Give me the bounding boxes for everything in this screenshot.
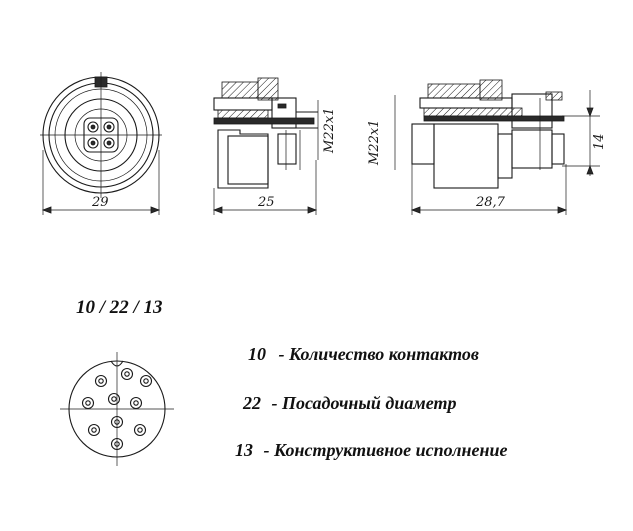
pin-holes (81, 367, 153, 451)
assembly-thread-label: M22x1 (367, 120, 382, 166)
side-thread-label: M22x1 (322, 108, 337, 154)
legend-text: - Количество контактов (279, 344, 479, 364)
designation-code: 10 / 22 / 13 (76, 297, 163, 318)
front-view: 29 (40, 72, 162, 215)
assembly-height-dimension: 14 (592, 133, 607, 150)
legend-text: - Посадочный диаметр (272, 393, 457, 413)
assembly-width-dimension: 28,7 (475, 195, 506, 210)
legend-item-2: 22 - Посадочный диаметр (242, 393, 456, 413)
legend-item-3: 13 - Конструктивное исполнение (235, 440, 507, 460)
legend-number: 22 (242, 393, 261, 413)
side-view: M22x1 25 (212, 77, 337, 215)
legend-number: 13 (235, 440, 253, 460)
legend: 10 - Количество контактов 22 - Посадочны… (235, 344, 507, 460)
ten-pin-connector-icon (60, 352, 174, 466)
assembly-view: M22x1 14 28,7 (367, 79, 607, 215)
legend-number: 10 (248, 344, 266, 364)
legend-text: - Конструктивное исполнение (264, 440, 508, 460)
legend-item-1: 10 - Количество контактов (248, 344, 479, 364)
side-width-dimension: 25 (257, 195, 275, 210)
front-width-dimension: 29 (91, 195, 109, 210)
